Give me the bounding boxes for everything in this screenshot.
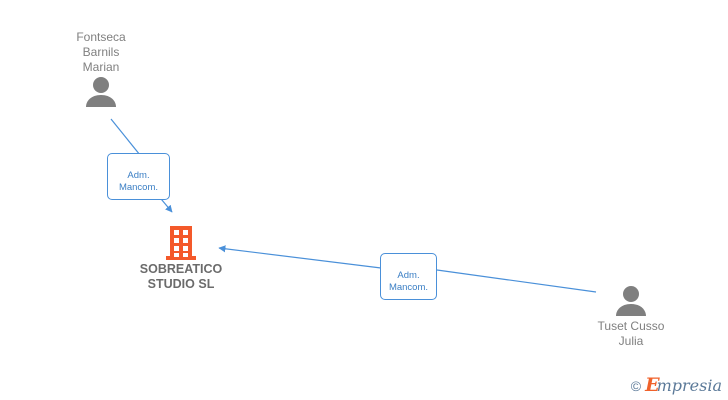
person-avatar-icon[interactable] [83, 75, 119, 107]
company-node-sobreatico[interactable]: SOBREATICO STUDIO SL [101, 226, 261, 292]
brand-rest: mpresia [656, 376, 722, 395]
empresia-watermark: © Empresia [631, 376, 722, 396]
brand-logo: Empresia [645, 376, 722, 396]
person-node-tuset[interactable]: Tuset Cusso Julia [561, 284, 701, 349]
building-icon[interactable] [166, 226, 196, 260]
edge-label-fontseca[interactable]: Adm. Mancom. [107, 153, 170, 200]
person-name-tuset: Tuset Cusso Julia [597, 319, 665, 348]
edge-label-tuset[interactable]: Adm. Mancom. [380, 253, 437, 300]
edge-label-fontseca-text: Adm. Mancom. [118, 170, 159, 193]
brand-initial: E [645, 374, 660, 396]
company-name-label: SOBREATICO STUDIO SL [139, 262, 223, 291]
edge-line-fontseca-to-label [110, 118, 141, 156]
person-avatar-icon[interactable] [613, 284, 649, 316]
person-node-fontseca[interactable]: Fontseca Barnils Marian [31, 30, 171, 107]
person-name-fontseca: Fontseca Barnils Marian [76, 30, 126, 74]
edge-label-tuset-text: Adm. Mancom. [388, 270, 429, 293]
copyright-icon: © [630, 378, 642, 394]
